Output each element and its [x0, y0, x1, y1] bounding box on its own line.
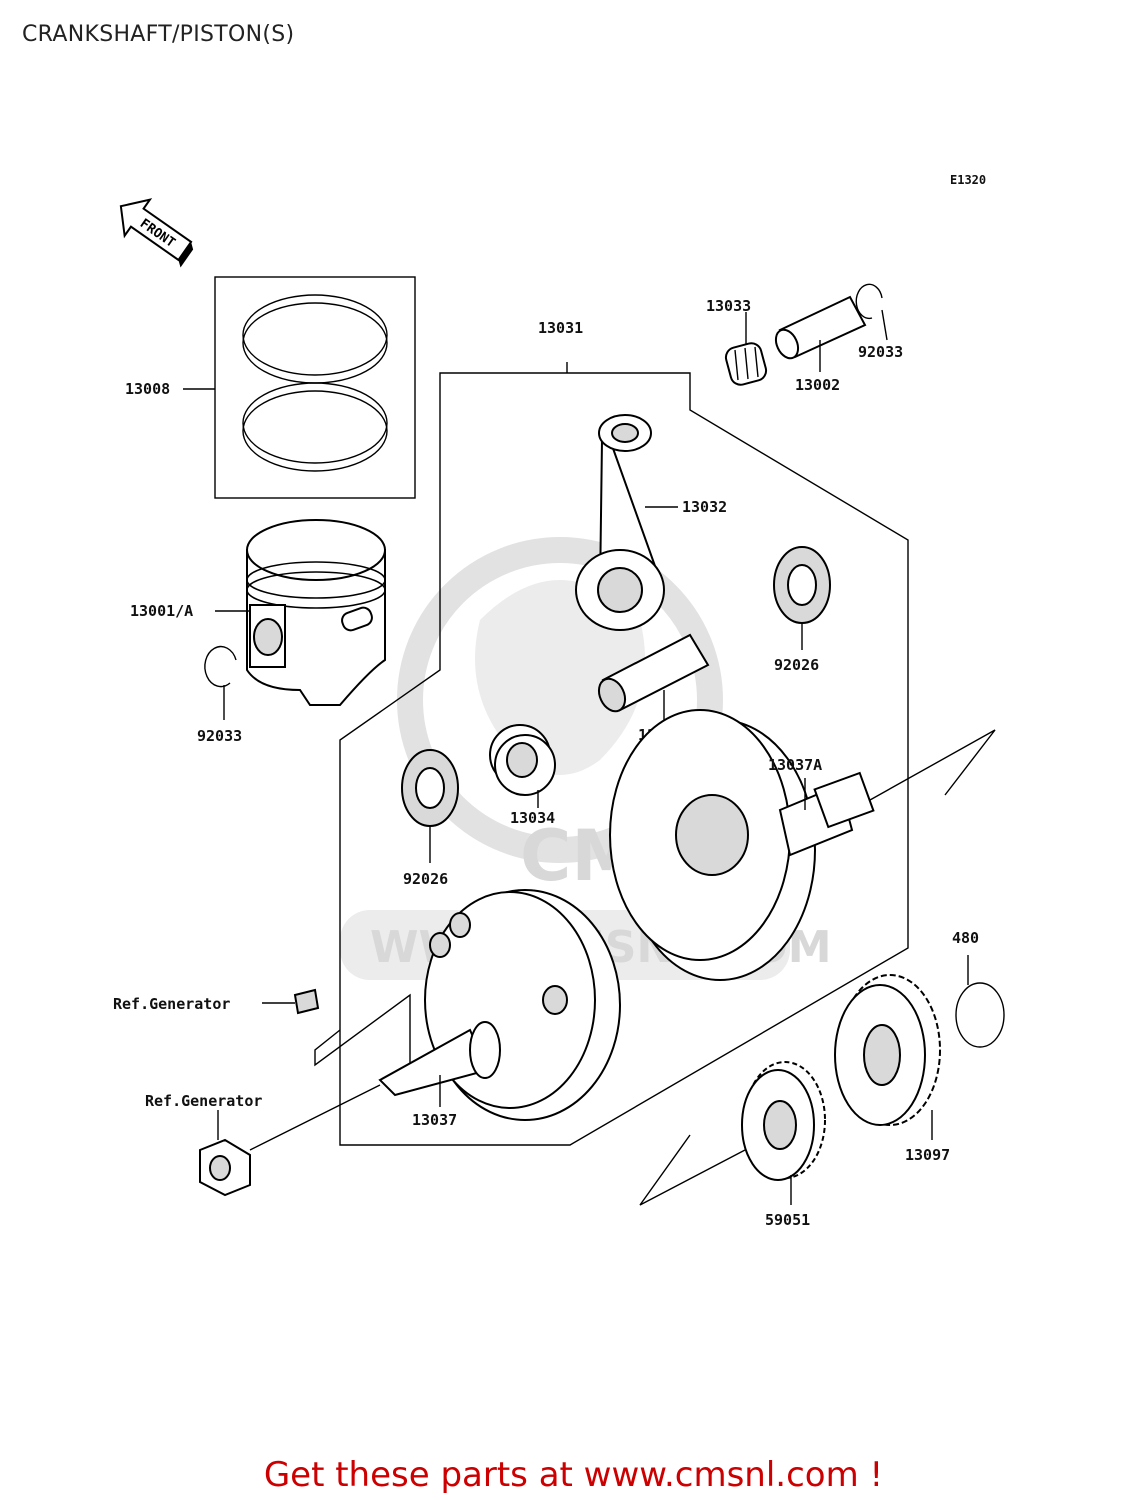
parts-diagram: CMS WWW.CMSNL.COM E1320 FRONT 13008 1300…: [113, 173, 1005, 1229]
needle-bearing-13033: [724, 312, 768, 386]
label-13032: 13032: [682, 498, 727, 516]
piston-pin-13002: [774, 295, 867, 372]
crankshaft-assembly-outline-13031: [314, 362, 909, 1146]
thrust-washer-92026-right: [773, 546, 831, 650]
crankshaft-right-13037a: [609, 709, 996, 981]
footer-cta-link[interactable]: Get these parts at www.cmsnl.com !: [263, 1455, 884, 1495]
piston-rings-13008: [183, 276, 416, 499]
label-13031: 13031: [538, 319, 583, 337]
label-92026-right: 92026: [774, 656, 819, 674]
connecting-rod-13032: [575, 414, 678, 631]
label-13097: 13097: [905, 1146, 950, 1164]
front-arrow-icon: FRONT: [119, 198, 194, 268]
label-13033: 13033: [706, 297, 751, 315]
label-13037a: 13037A: [768, 756, 822, 774]
label-480: 480: [952, 929, 979, 947]
label-13002: 13002: [795, 376, 840, 394]
label-ref-generator-1: Ref.Generator: [113, 995, 230, 1013]
thrust-washer-92026-left: [401, 749, 459, 863]
nut-ref-generator: [199, 1084, 381, 1197]
label-92033-left: 92033: [197, 727, 242, 745]
label-13008: 13008: [125, 380, 170, 398]
key-ref-generator: [262, 988, 320, 1015]
gear-59051: [639, 1061, 826, 1206]
piston-13001a: [215, 519, 386, 706]
gear-13097: [834, 974, 941, 1140]
circlip-480: [955, 955, 1005, 1048]
label-92033-right: 92033: [858, 343, 903, 361]
label-59051: 59051: [765, 1211, 810, 1229]
label-ref-generator-2: Ref.Generator: [145, 1092, 262, 1110]
needle-bearing-13034: [489, 724, 556, 808]
watermark-ring: [397, 537, 723, 863]
label-13001a: 13001/A: [130, 602, 193, 620]
crank-pin-13035: [597, 633, 710, 720]
label-13034: 13034: [510, 809, 555, 827]
diagram-code: E1320: [950, 173, 986, 187]
circlip-92033-left: [204, 645, 237, 720]
label-92026-left: 92026: [403, 870, 448, 888]
label-13037: 13037: [412, 1111, 457, 1129]
circlip-92033-right: [855, 283, 888, 341]
page-title: CRANKSHAFT/PISTON(S): [22, 22, 295, 47]
crankshaft-left-13037: [378, 889, 621, 1121]
